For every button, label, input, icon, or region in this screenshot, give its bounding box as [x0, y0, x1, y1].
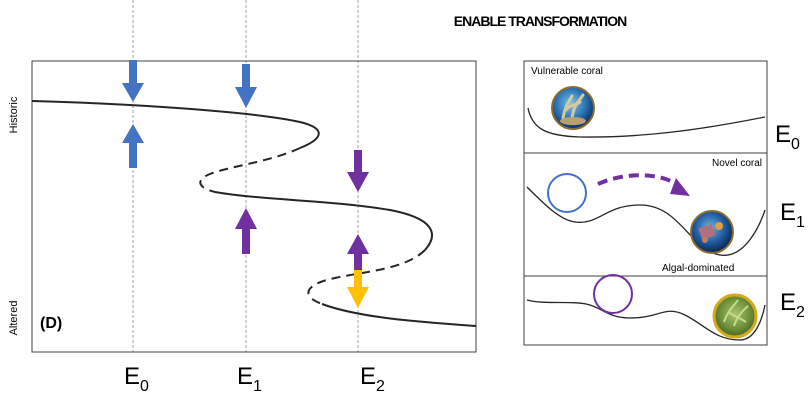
landscape-e-label-e2: E2 — [780, 289, 805, 321]
right-panel-frame — [523, 60, 768, 346]
curve-middle-stable — [214, 191, 433, 251]
landscape-curve-e1 — [526, 186, 766, 256]
arrow-down-e2 — [347, 150, 369, 192]
novel-coral-icon — [690, 210, 734, 254]
x-tick-e2: E2 — [360, 363, 385, 394]
landscape-panel-e1: Novel coral E1 — [526, 158, 805, 256]
left-panel: Historic Altered (D) — [8, 0, 477, 394]
right-panel: Vulnerable coral E0 Novel coral E1 — [523, 60, 805, 346]
arrow-down-e0 — [122, 60, 144, 102]
landscape-curve-e2 — [526, 299, 766, 341]
landscape-panel-e0: Vulnerable coral E0 — [527, 66, 800, 153]
landscape-e-label-e0: E0 — [775, 121, 800, 153]
landscape-label-e0: Vulnerable coral — [531, 66, 603, 77]
curve-lower-unstable — [307, 249, 426, 305]
diagram-title: ENABLE TRANSFORMATION — [454, 13, 627, 29]
curve-upper-stable — [31, 100, 320, 149]
curve-lower-stable — [321, 303, 477, 327]
empty-state-circle-e2 — [593, 274, 633, 314]
arrow-up-e0 — [122, 124, 144, 168]
panel-label: (D) — [40, 315, 62, 332]
landscape-e-label-e1: E1 — [780, 199, 805, 231]
y-axis-label-altered: Altered — [8, 301, 20, 336]
x-tick-e1: E1 — [237, 363, 262, 394]
vulnerable-coral-icon — [551, 86, 595, 130]
landscape-panel-e2: Algal-dominated E2 — [526, 263, 805, 341]
arrow-up-e2 — [347, 234, 369, 274]
arrow-up-e1 — [235, 208, 257, 254]
algal-dominated-icon — [712, 293, 758, 339]
landscape-label-e2: Algal-dominated — [662, 263, 734, 274]
x-tick-e0: E0 — [124, 363, 149, 394]
curve-middle-unstable-1 — [199, 147, 301, 193]
landscape-curve-e0 — [527, 107, 766, 138]
transition-arrow-path — [597, 173, 682, 188]
empty-state-circle-e1 — [547, 173, 587, 213]
arrow-down-e2-yellow — [347, 270, 369, 308]
y-axis-label-historic: Historic — [8, 96, 20, 133]
arrow-down-e1 — [235, 64, 257, 108]
left-panel-frame — [31, 60, 477, 353]
landscape-label-e1: Novel coral — [712, 158, 762, 169]
transition-arrow-head — [670, 178, 690, 196]
